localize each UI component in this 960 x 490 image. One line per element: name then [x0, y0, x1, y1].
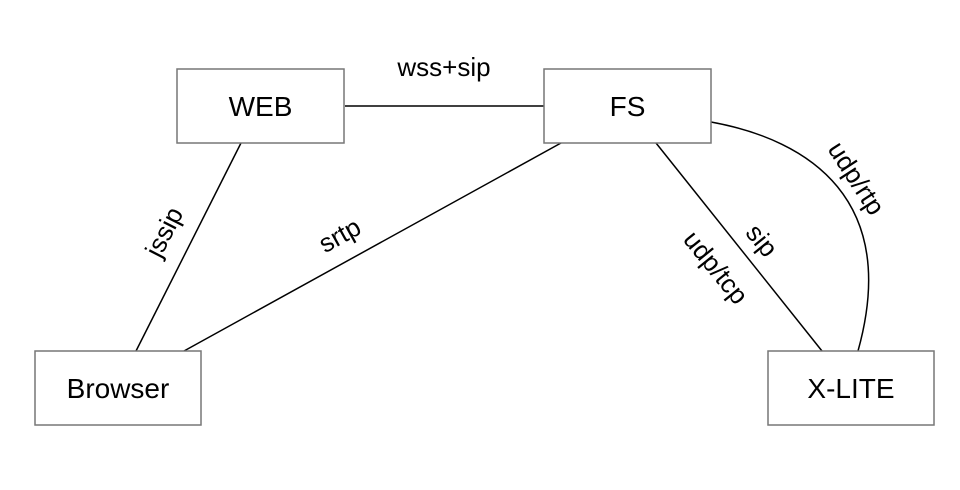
- node-web-label: WEB: [229, 91, 293, 122]
- node-fs: FS: [543, 68, 712, 144]
- edge-fs-xlite-curve: [710, 121, 870, 352]
- node-fs-label: FS: [610, 91, 646, 122]
- node-xlite-label: X-LITE: [807, 373, 894, 404]
- edge-label-fs-browser: srtp: [313, 212, 365, 259]
- edge-label-web-fs: wss+sip: [396, 52, 490, 82]
- edge-label-fs-xlite-media: udp/rtp: [822, 136, 891, 220]
- edge-web-browser: [135, 142, 242, 352]
- edge-fs-browser: [183, 142, 562, 352]
- node-browser-label: Browser: [67, 373, 170, 404]
- edge-label-web-browser: jssip: [138, 202, 189, 263]
- node-browser: Browser: [34, 350, 202, 426]
- node-web: WEB: [176, 68, 345, 144]
- node-xlite: X-LITE: [767, 350, 935, 426]
- edge-fs-xlite: [655, 142, 823, 352]
